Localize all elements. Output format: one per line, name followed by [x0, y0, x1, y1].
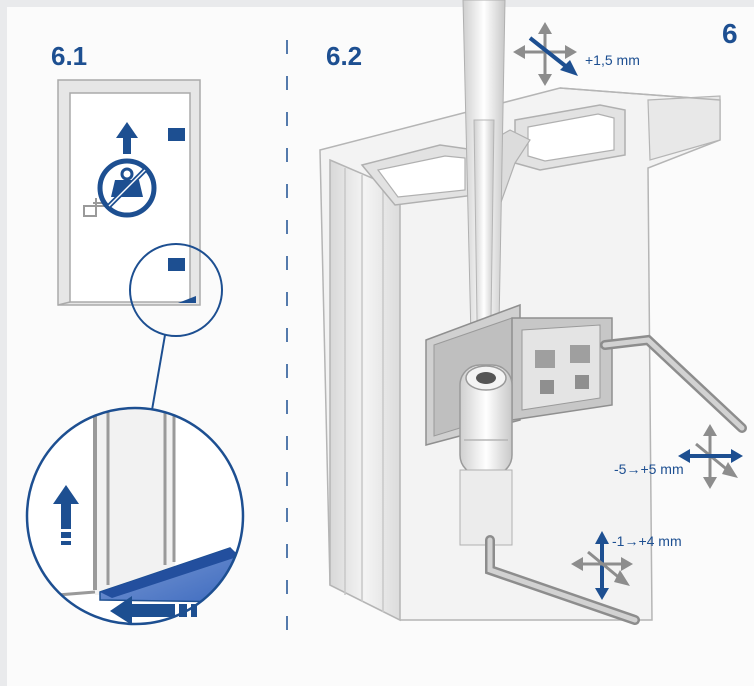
top-hinge-marker: [168, 128, 185, 141]
push-left-arrow-icon: [110, 596, 197, 625]
move-arrows-icon-top: [513, 22, 578, 86]
allen-key: [485, 334, 747, 625]
door-frame-drawing: [57, 79, 201, 306]
screwdriver: [462, 0, 506, 386]
lift-arrow-icon: [53, 485, 79, 545]
adjust-label-height: -1→+4 mm: [612, 533, 682, 549]
section-label-6-1: 6.1: [51, 41, 88, 71]
arrow-up-icon: [116, 122, 138, 154]
detail-callout-circle: [129, 243, 223, 337]
adjust-label-lateral: -5→+5 mm: [614, 461, 684, 477]
hinge-assembly: [425, 303, 613, 546]
section-label-6-2: 6.2: [326, 41, 363, 71]
magnified-detail: [25, 406, 245, 626]
callout-leader: [151, 334, 166, 411]
move-arrows-icon-height: [571, 531, 633, 600]
step-number: 6: [722, 18, 738, 49]
move-arrows-icon-lateral: [678, 424, 743, 489]
bottom-hinge-marker: [168, 258, 185, 271]
adjust-label-top: +1,5 mm: [585, 52, 640, 68]
no-weight-icon: [97, 158, 157, 218]
